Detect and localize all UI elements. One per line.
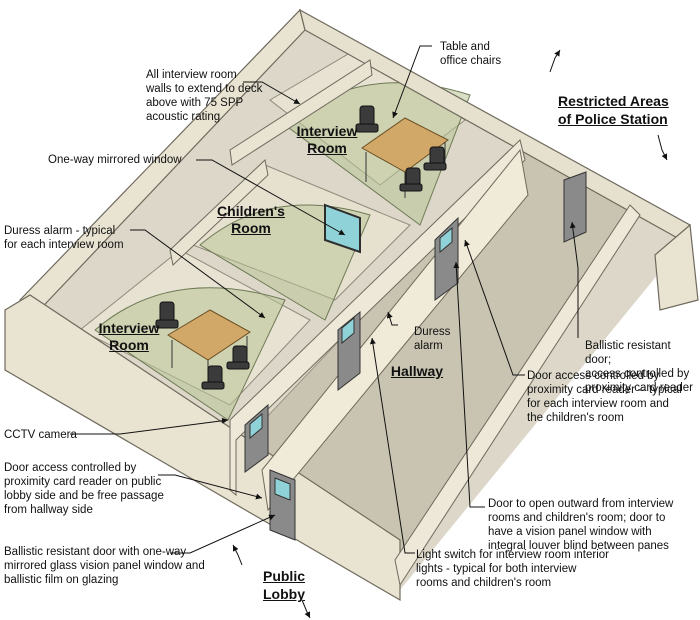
callout-ballistic-lobby: Ballistic resistant door with one-way mi… bbox=[4, 546, 205, 586]
cctv-cone-bottom bbox=[94, 287, 286, 421]
callout-leader-lines bbox=[70, 45, 668, 619]
restricted-areas-label: Restricted Areas of Police Station bbox=[558, 93, 669, 127]
callout-door-lobby: Door access controlled by proximity card… bbox=[4, 462, 164, 516]
room-label-interview-bottom: Interview Room bbox=[98, 320, 160, 353]
door-interview-top bbox=[434, 216, 459, 301]
callout-walls: All interview room walls to extend to de… bbox=[146, 69, 263, 123]
door-restricted bbox=[563, 171, 587, 243]
room-label-childrens: Children's Room bbox=[217, 203, 285, 236]
door-interview-bottom bbox=[244, 403, 269, 473]
door-public-lobby bbox=[269, 469, 296, 541]
table-top-room bbox=[361, 117, 449, 198]
public-lobby-label: Public Lobby bbox=[262, 568, 305, 602]
callout-duress-alarm: Duress alarm - typical for each intervie… bbox=[4, 225, 124, 251]
corridor-inner-wall bbox=[261, 148, 529, 512]
partition-wall-2 bbox=[169, 159, 269, 266]
partition-wall-1 bbox=[229, 59, 373, 166]
callout-ballistic-restricted: Ballistic resistant door; access control… bbox=[585, 340, 694, 394]
callout-door-interview: Door access controlled by proximity card… bbox=[527, 370, 682, 424]
callout-light-switch: Light switch for interview room interior… bbox=[416, 549, 610, 589]
callout-one-way-mirror: One-way mirrored window bbox=[48, 154, 182, 166]
corridor-wall-hall bbox=[394, 204, 641, 587]
room-label-hallway: Hallway bbox=[390, 363, 444, 379]
office-chairs bbox=[155, 105, 447, 390]
room-label-interview-top: Interview Room bbox=[296, 123, 358, 156]
one-way-mirror-window bbox=[324, 203, 361, 254]
callout-cctv-camera: CCTV camera bbox=[4, 429, 77, 441]
callout-door-outward: Door to open outward from interview room… bbox=[488, 498, 674, 552]
callout-table-chairs: Table and office chairs bbox=[440, 41, 502, 67]
right-end-wall bbox=[654, 223, 699, 311]
duress-alarm-label: Duress alarm bbox=[414, 326, 451, 352]
door-childrens bbox=[337, 310, 361, 392]
